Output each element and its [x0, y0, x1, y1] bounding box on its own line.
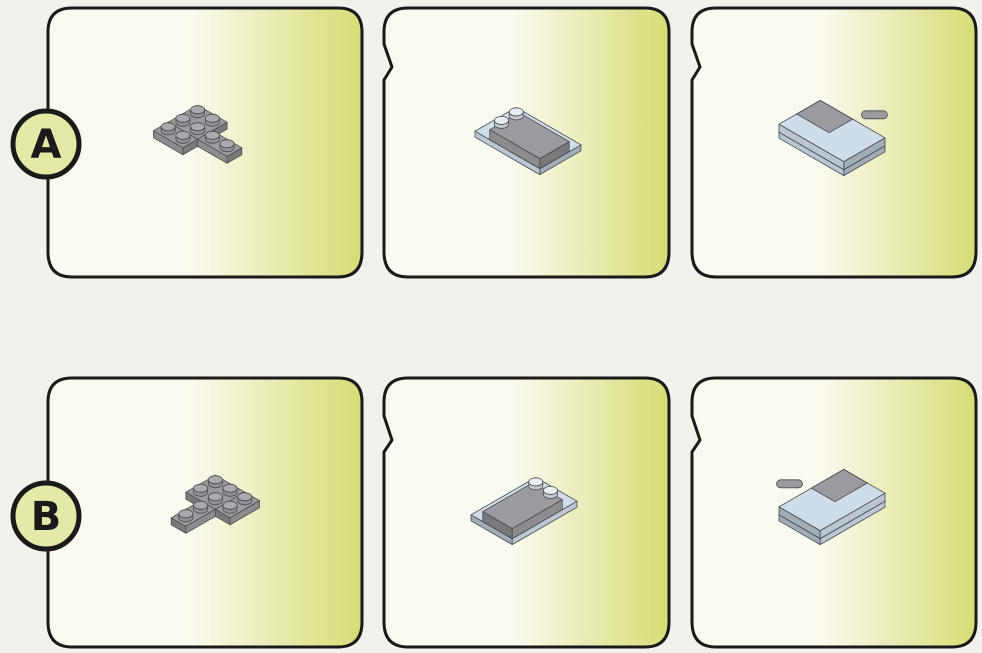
stud-top — [194, 484, 208, 492]
row-b: B — [13, 378, 976, 647]
stud-top — [208, 493, 222, 501]
stud-top — [220, 140, 234, 148]
stud-top — [176, 131, 190, 139]
step-letter: A — [31, 122, 62, 168]
stud-top — [194, 501, 208, 509]
step-panel-b3 — [692, 378, 976, 647]
stud-top — [208, 476, 222, 484]
stud-top — [179, 510, 193, 518]
step-panel-b1 — [48, 378, 362, 647]
stud-top — [205, 114, 219, 122]
stud-top — [205, 131, 219, 139]
stud-top — [494, 116, 508, 124]
bar-peg — [861, 111, 887, 119]
stud-top — [509, 108, 523, 116]
stud-top — [529, 478, 543, 486]
step-panel-a3 — [692, 8, 976, 277]
stud-top — [543, 486, 557, 494]
stud-top — [176, 114, 190, 122]
step-label-a: A — [13, 111, 79, 177]
step-label-b: B — [13, 483, 79, 549]
step-panel-a1 — [48, 8, 362, 277]
stud-top — [191, 106, 205, 114]
step-letter: B — [31, 494, 62, 540]
stud-top — [223, 484, 237, 492]
step-panel-a2 — [384, 8, 669, 277]
stud-top — [238, 493, 252, 501]
bar-peg — [777, 480, 803, 488]
step-panel-b2 — [384, 378, 669, 647]
stud-top — [223, 501, 237, 509]
stud-top — [191, 123, 205, 131]
row-a: A — [13, 8, 976, 277]
stud-top — [161, 123, 175, 131]
